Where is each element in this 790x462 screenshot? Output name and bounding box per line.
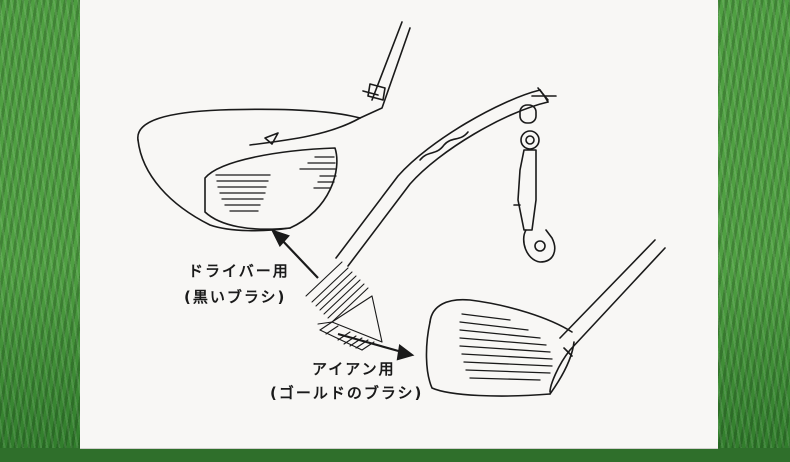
grass-background-left bbox=[0, 0, 80, 462]
driver-face-grooves bbox=[216, 157, 336, 211]
instruction-card: ドライバー用 (黒いブラシ) アイアン用 (ゴールドのブラシ) bbox=[80, 0, 718, 449]
iron-face-grooves bbox=[460, 314, 552, 380]
driver-use-label: ドライバー用 bbox=[188, 260, 290, 281]
arrow-to-iron bbox=[338, 334, 412, 359]
grass-background-right bbox=[718, 0, 790, 462]
club-brush-illustration bbox=[80, 0, 718, 448]
grass-background-bottom bbox=[0, 448, 790, 462]
driver-brush-label: (黒いブラシ) bbox=[184, 286, 286, 307]
iron-use-label: アイアン用 bbox=[312, 358, 396, 379]
driver-head-drawing bbox=[138, 22, 410, 231]
iron-brush-label: (ゴールドのブラシ) bbox=[270, 382, 423, 403]
